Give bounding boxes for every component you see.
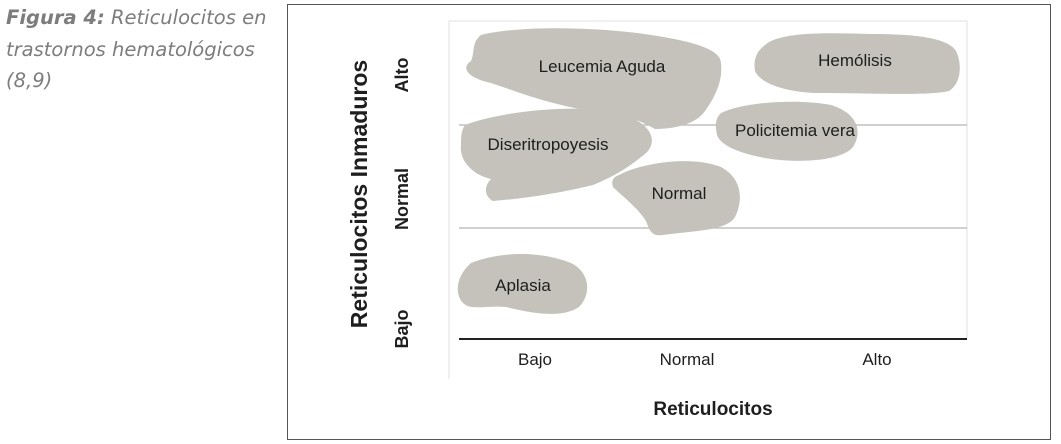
diagram-svg: Leucemia Aguda Hemólisis Diseritropoyesi…: [346, 20, 968, 420]
y-tick-bajo: Bajo: [392, 309, 412, 348]
label-policitemia-vera: Policitemia vera: [735, 121, 856, 140]
caption-title-start: Reticulocitos en: [104, 6, 267, 29]
region-leucemia-aguda: [466, 28, 722, 129]
region-policitemia-vera: [715, 101, 858, 161]
y-tick-alto: Alto: [392, 58, 412, 93]
caption-line-1: Figura 4: Reticulocitos en: [6, 2, 274, 34]
label-hemolisis: Hemólisis: [818, 51, 892, 70]
label-normal: Normal: [652, 184, 707, 203]
x-tick-normal: Normal: [660, 350, 715, 369]
figure-caption: Figura 4: Reticulocitos en trastornos he…: [6, 2, 274, 97]
region-diseritropoyesis: [460, 108, 652, 201]
region-normal: [612, 161, 740, 236]
label-leucemia-aguda: Leucemia Aguda: [539, 57, 666, 76]
label-aplasia: Aplasia: [495, 276, 551, 295]
x-tick-alto: Alto: [862, 350, 891, 369]
x-tick-bajo: Bajo: [518, 350, 552, 369]
caption-citation: (8,9): [6, 69, 53, 92]
caption-line-2: trastornos hematológicos: [6, 37, 255, 61]
y-tick-normal: Normal: [392, 168, 412, 230]
region-aplasia: [457, 254, 588, 314]
region-hemolisis: [754, 33, 960, 94]
x-axis-title: Reticulocitos: [653, 399, 772, 420]
label-diseritropoyesis: Diseritropoyesis: [488, 135, 609, 154]
y-axis-title: Reticulocitos Inmaduros: [346, 60, 372, 328]
diagram-panel: Leucemia Aguda Hemólisis Diseritropoyesi…: [287, 4, 1051, 440]
figure-label: Figura 4:: [6, 6, 105, 29]
